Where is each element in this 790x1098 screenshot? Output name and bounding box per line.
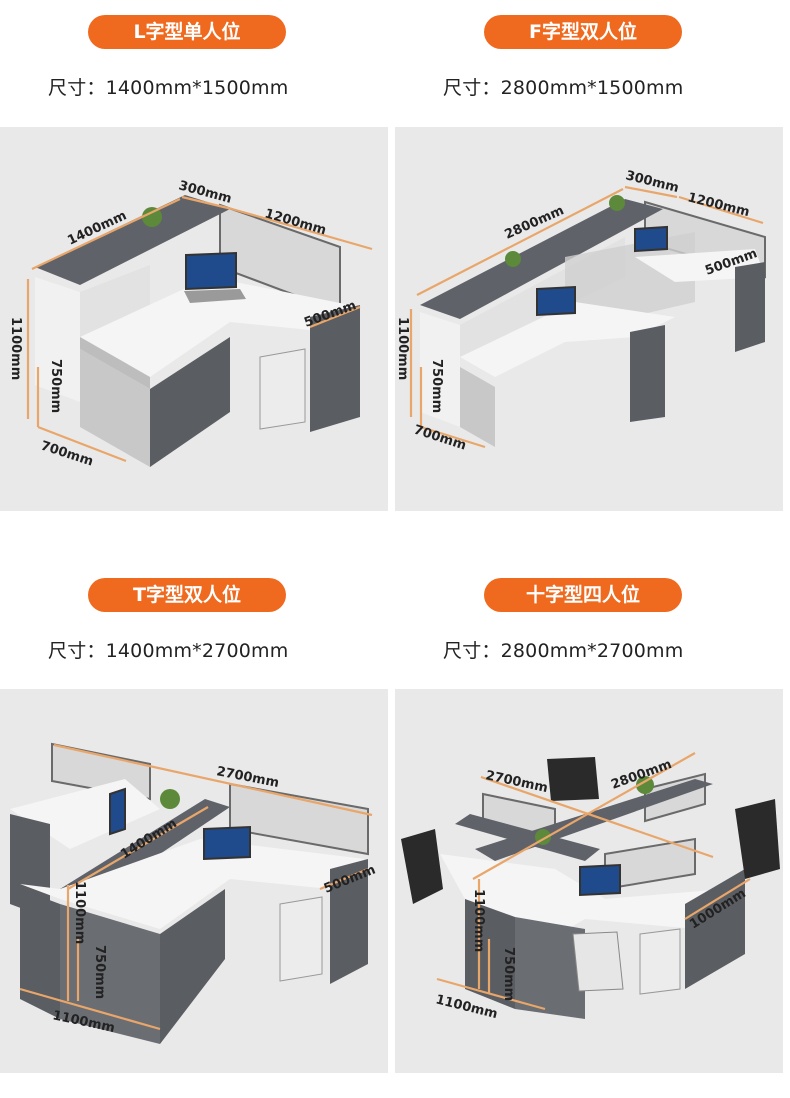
dim-750: 750mm bbox=[48, 359, 63, 413]
desk-photo-l-single: 300mm 1400mm 1200mm 500mm 1100mm 750mm 7… bbox=[0, 127, 388, 511]
dim-1100: 1100mm bbox=[471, 889, 486, 952]
product-size-t-double: 尺寸：1400mm*2700mm bbox=[48, 640, 289, 662]
desk-photo-f-double: 300mm 1200mm 2800mm 500mm 1100mm 750mm 7… bbox=[395, 127, 783, 511]
dim-1100: 1100mm bbox=[395, 317, 410, 380]
dim-1100: 1100mm bbox=[72, 881, 87, 944]
dim-750: 750mm bbox=[92, 945, 107, 999]
product-title-t-double: T字型双人位 bbox=[88, 578, 286, 612]
dim-750: 750mm bbox=[429, 359, 444, 413]
product-title-cross-four: 十字型四人位 bbox=[484, 578, 682, 612]
dim-700: 700mm bbox=[39, 439, 95, 470]
desk-photo-cross-four: 2700mm 2800mm 1100mm 750mm 1100mm 1000mm bbox=[395, 689, 783, 1073]
dim-2700: 2700mm bbox=[484, 768, 549, 796]
dim-700: 700mm bbox=[412, 423, 468, 454]
product-title-f-double: F字型双人位 bbox=[484, 15, 682, 49]
dim-1100: 1100mm bbox=[8, 317, 23, 380]
product-title-l-single: L字型单人位 bbox=[88, 15, 286, 49]
dim-1200: 1200mm bbox=[686, 190, 751, 220]
product-size-f-double: 尺寸：2800mm*1500mm bbox=[443, 77, 684, 99]
product-size-l-single: 尺寸：1400mm*1500mm bbox=[48, 77, 289, 99]
dim-750: 750mm bbox=[501, 947, 516, 1001]
product-size-cross-four: 尺寸：2800mm*2700mm bbox=[443, 640, 684, 662]
desk-photo-t-double: 2700mm 1400mm 500mm 1100mm 750mm 1100mm bbox=[0, 689, 388, 1073]
